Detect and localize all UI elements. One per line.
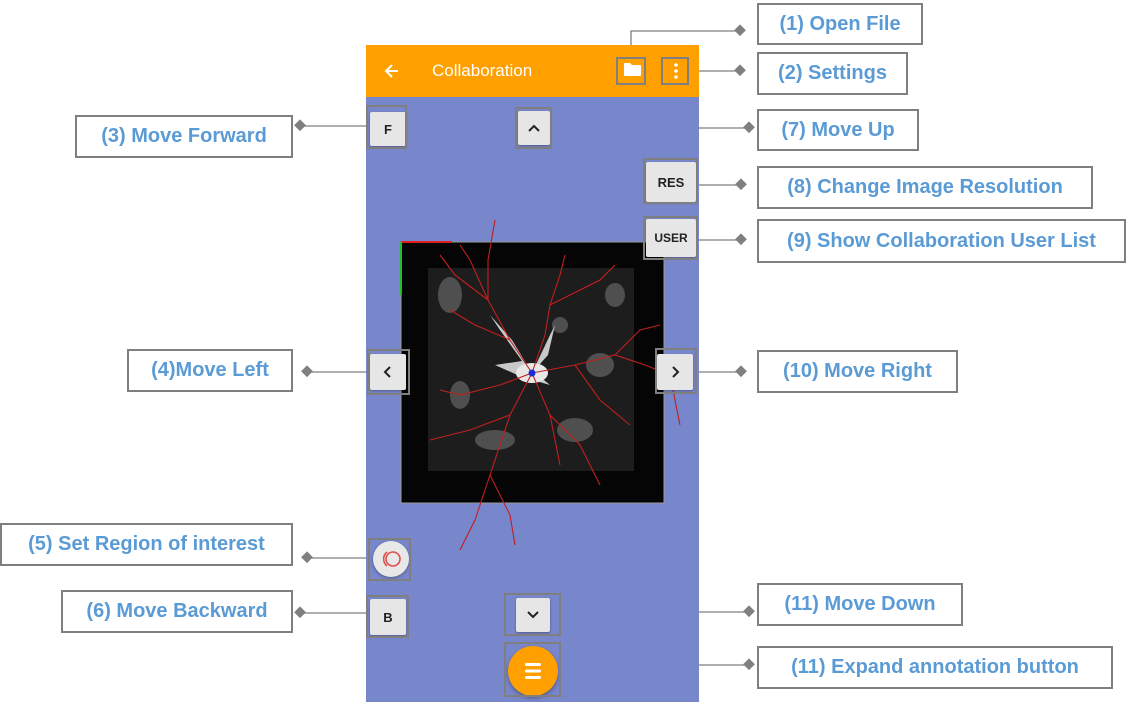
callout-change-resolution: (8) Change Image Resolution — [757, 166, 1093, 209]
chevron-up-icon — [528, 124, 540, 132]
callout-move-forward: (3) Move Forward — [75, 115, 293, 158]
chevron-right-icon — [672, 366, 680, 378]
callout-open-file: (1) Open File — [757, 3, 923, 45]
move-right-button[interactable] — [657, 354, 693, 390]
arrow-left-icon[interactable] — [382, 59, 402, 83]
callout-region-of-interest: (5) Set Region of interest — [0, 523, 293, 566]
callout-move-backward: (6) Move Backward — [61, 590, 293, 633]
menu-icon — [525, 663, 541, 679]
neuron-trace — [429, 219, 681, 551]
callout-move-down: (11) Move Down — [757, 583, 963, 626]
callout-expand-annotation: (11) Expand annotation button — [757, 646, 1113, 689]
chevron-left-icon — [383, 366, 391, 378]
callout-settings: (2) Settings — [757, 52, 908, 95]
callout-move-left: (4)Move Left — [127, 349, 293, 392]
move-backward-button[interactable]: B — [370, 599, 406, 635]
move-left-button[interactable] — [370, 354, 406, 390]
expand-annotation-button[interactable] — [508, 646, 558, 696]
move-down-button[interactable] — [516, 598, 550, 632]
user-list-button[interactable]: USER — [646, 219, 696, 257]
callout-move-right: (10) Move Right — [757, 350, 958, 393]
resolution-button[interactable]: RES — [646, 162, 696, 202]
folder-icon[interactable] — [624, 63, 641, 76]
move-forward-button[interactable]: F — [370, 112, 406, 146]
more-vert-icon[interactable] — [668, 61, 684, 81]
roi-icon — [382, 551, 401, 567]
callout-user-list: (9) Show Collaboration User List — [757, 219, 1126, 263]
move-up-button[interactable] — [518, 111, 550, 145]
app-title: Collaboration — [432, 61, 533, 80]
chevron-down-icon — [527, 611, 539, 619]
callout-move-up: (7) Move Up — [757, 109, 919, 151]
neuron-image-viewport[interactable] — [400, 215, 700, 555]
app-bar: Collaboration — [366, 45, 699, 97]
region-of-interest-button[interactable] — [373, 541, 409, 577]
